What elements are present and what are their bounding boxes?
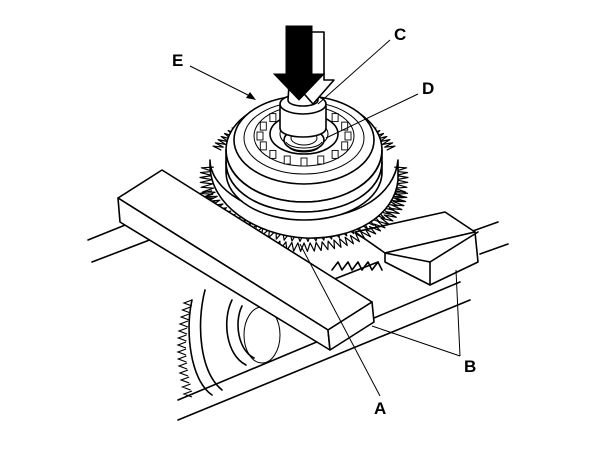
callout-label-d: D <box>422 79 434 98</box>
callout-label-a: A <box>374 399 386 418</box>
support-block-right <box>354 211 479 286</box>
down-arrow-icon <box>272 25 335 105</box>
gear-assembly <box>199 95 409 252</box>
leader-lines <box>189 39 461 397</box>
support-block-left <box>117 169 375 351</box>
callout-label-b: B <box>464 357 476 376</box>
callout-label-c: C <box>394 25 406 44</box>
callout-label-e: E <box>172 51 183 70</box>
